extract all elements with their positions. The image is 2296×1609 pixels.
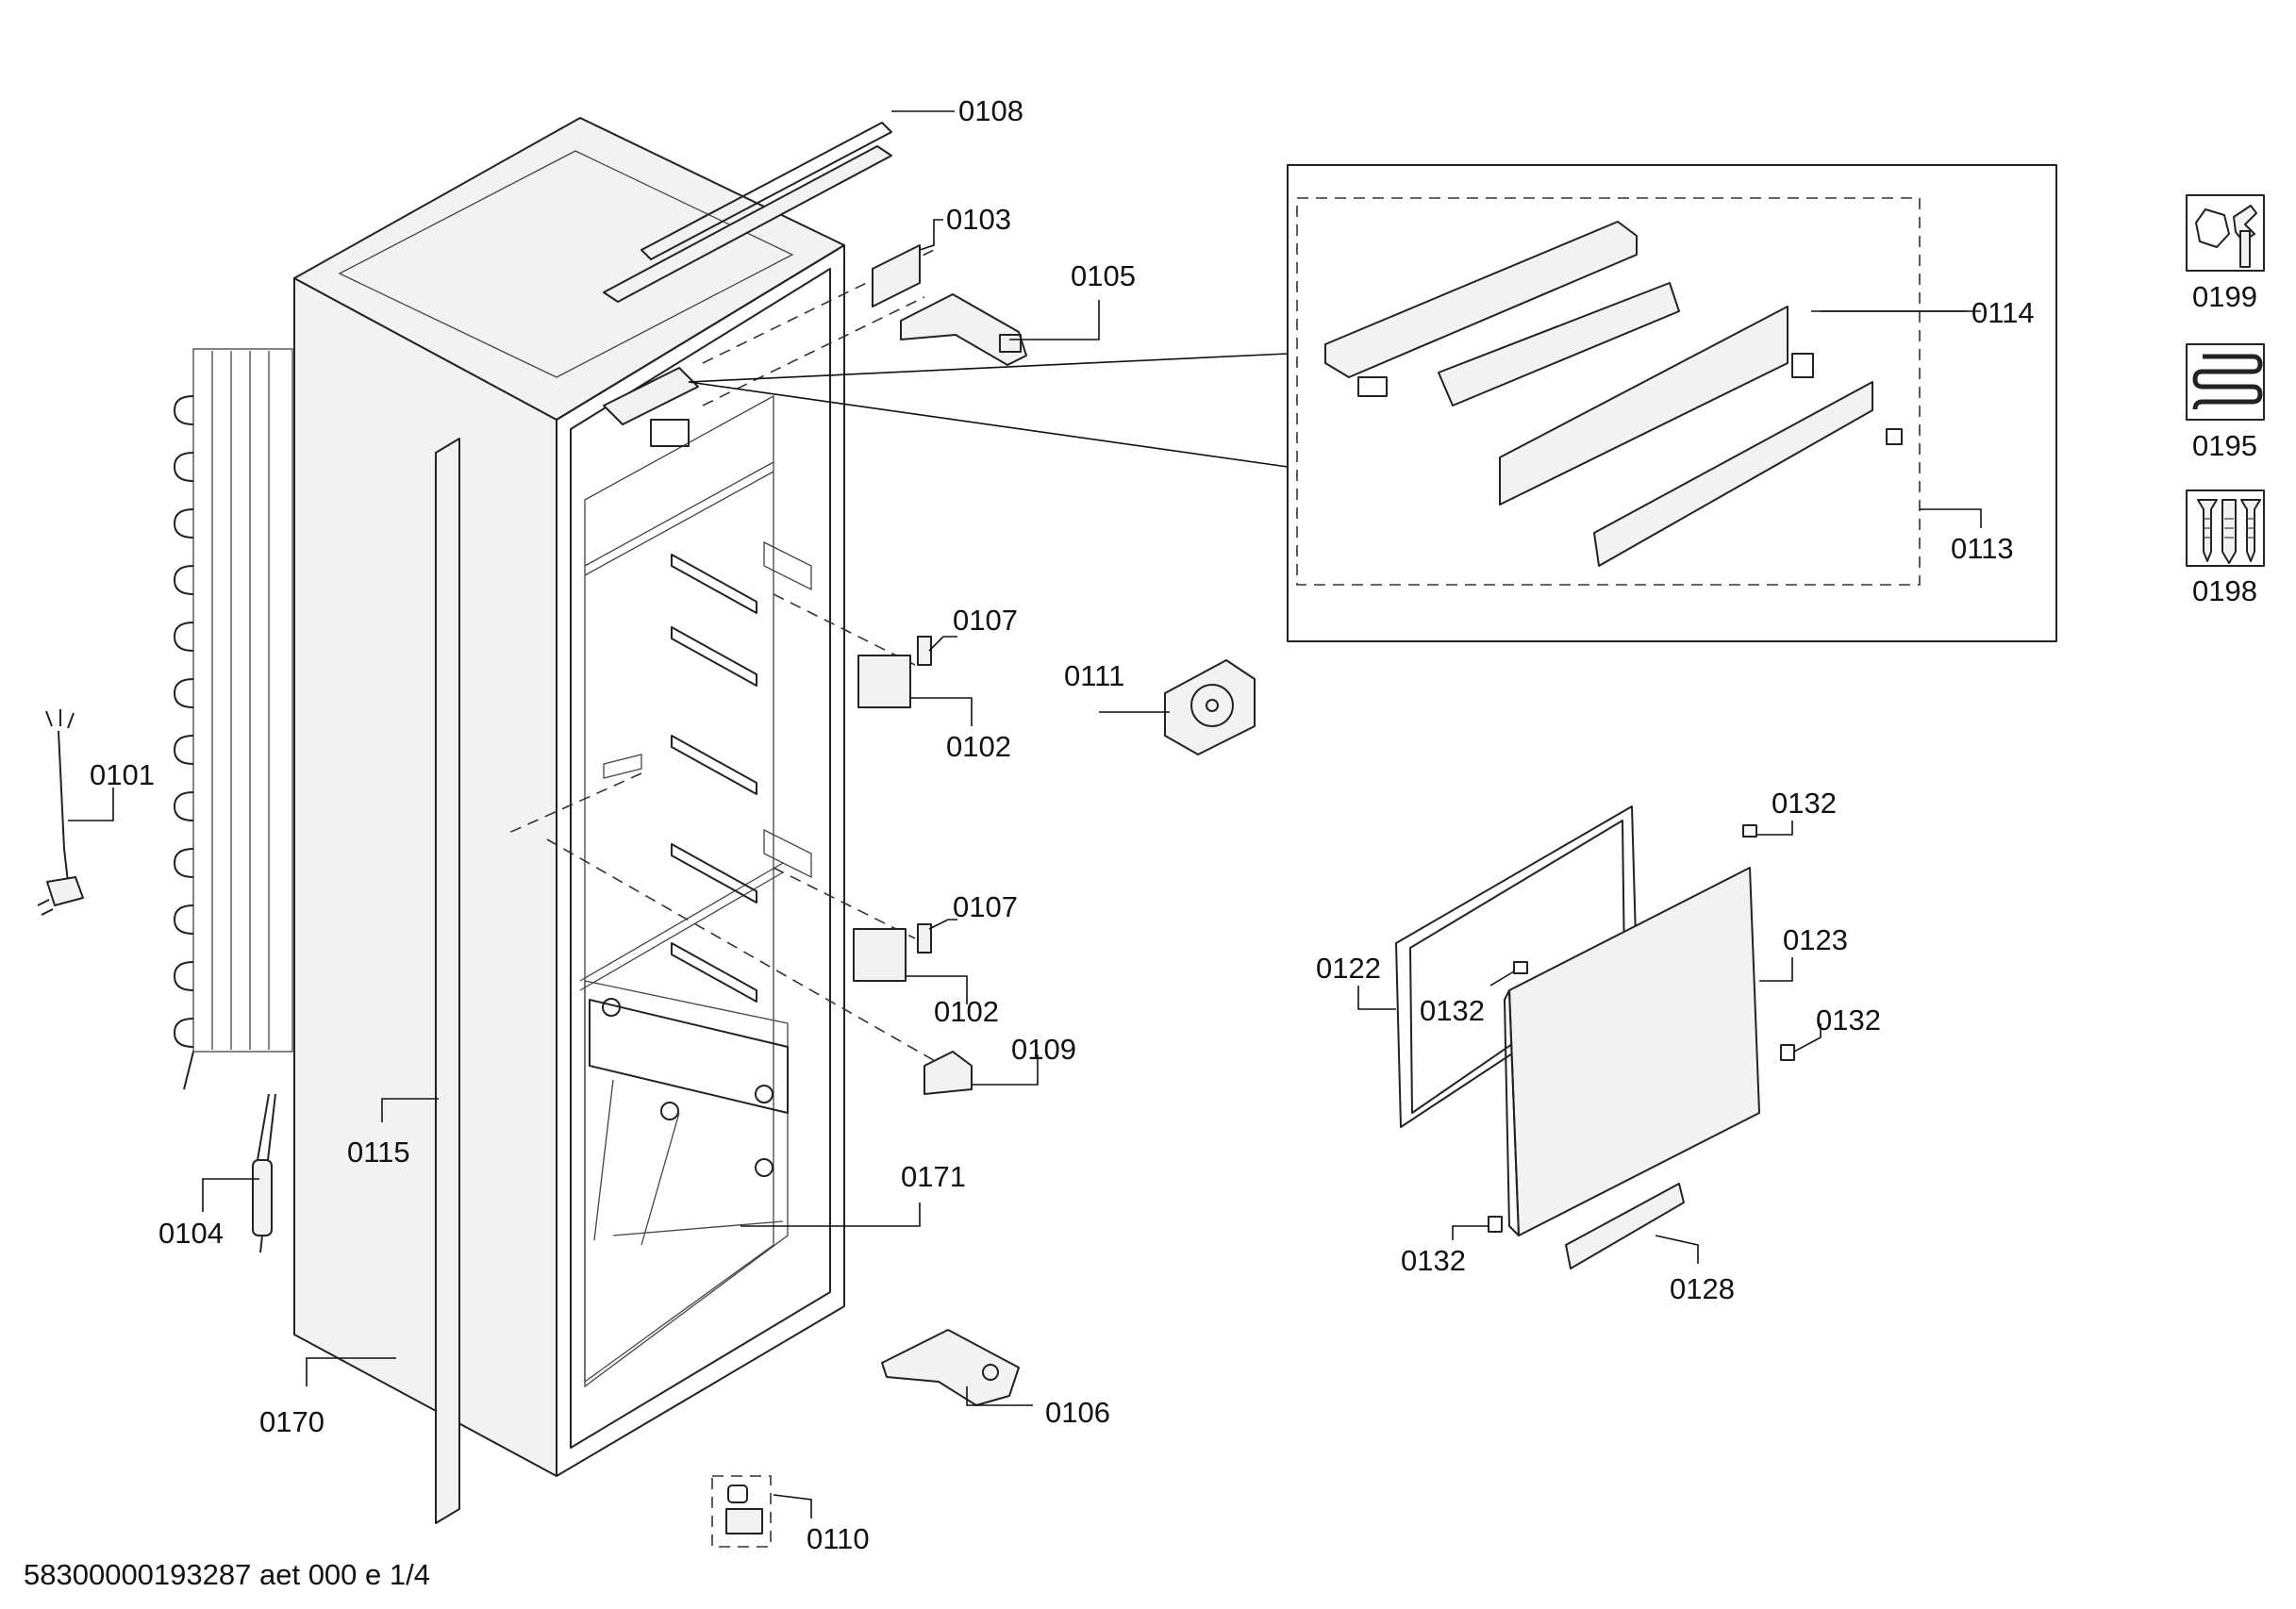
kit-0195: 0195 xyxy=(2186,343,2265,462)
label-0111: 0111 xyxy=(1064,659,1124,692)
temperature-sensor xyxy=(252,1093,276,1253)
hinge-top-0105 xyxy=(900,293,1027,366)
label-0108: 0108 xyxy=(958,94,1023,127)
power-cord xyxy=(37,709,84,916)
part-0107b xyxy=(917,923,932,954)
label-0132-b: 0132 xyxy=(1420,994,1485,1027)
leader-lines xyxy=(68,110,1982,1518)
door-seal-strip xyxy=(435,438,460,1524)
label-0105: 0105 xyxy=(1071,259,1136,292)
control-inset xyxy=(688,164,2057,642)
label-0171: 0171 xyxy=(901,1160,966,1193)
label-0122: 0122 xyxy=(1316,952,1381,985)
label-0128: 0128 xyxy=(1670,1272,1735,1305)
screws-icon xyxy=(2197,499,2261,564)
label-0107-a: 0107 xyxy=(953,604,1018,637)
label-0101: 0101 xyxy=(90,758,155,791)
label-0170: 0170 xyxy=(259,1405,324,1438)
label-0132-a: 0132 xyxy=(1772,787,1837,820)
label-0115: 0115 xyxy=(347,1136,410,1169)
door-panel-0123 xyxy=(1504,867,1760,1236)
hinge-bottom-0106 xyxy=(881,1329,1020,1406)
label-0106: 0106 xyxy=(1045,1396,1110,1429)
label-0123: 0123 xyxy=(1783,923,1848,956)
handle-0128 xyxy=(1565,1183,1685,1269)
drawing-reference: 58300000193287 aet 000 e 1/4 xyxy=(24,1558,430,1591)
part-0102a xyxy=(857,655,911,708)
kit-code-0195: 0195 xyxy=(2192,429,2257,462)
kit-0198: 0198 xyxy=(2186,489,2265,607)
label-0114: 0114 xyxy=(1972,296,2035,329)
heating-coil-icon xyxy=(2192,354,2263,410)
condenser-coil xyxy=(174,348,293,1090)
fan-0111 xyxy=(1164,659,1256,755)
label-0132-c: 0132 xyxy=(1816,1004,1881,1037)
label-0104: 0104 xyxy=(158,1217,224,1250)
label-0132-d: 0132 xyxy=(1401,1244,1466,1277)
part-0107a xyxy=(917,636,932,666)
part-0103 xyxy=(872,244,921,307)
label-0109: 0109 xyxy=(1011,1033,1076,1066)
label-0107-b: 0107 xyxy=(953,890,1018,923)
kit-0199: 0199 xyxy=(2186,194,2265,313)
door-clips xyxy=(1488,824,1795,1233)
fridge-cabinet xyxy=(293,117,892,1477)
part-0109 xyxy=(923,1051,973,1095)
label-0102-a: 0102 xyxy=(946,730,1011,763)
label-0103: 0103 xyxy=(946,203,1011,236)
part-labels: 0108 0103 0105 0114 0113 0107 0102 0111 … xyxy=(90,94,2035,1555)
label-0102-b: 0102 xyxy=(934,995,999,1028)
wrench-nut-icon xyxy=(2195,205,2257,268)
kit-code-0199: 0199 xyxy=(2192,280,2257,313)
kit-icons: 0199 0195 0198 xyxy=(2186,194,2265,607)
part-0102b xyxy=(853,928,907,982)
label-0110: 0110 xyxy=(807,1522,870,1555)
label-0113: 0113 xyxy=(1951,532,2014,565)
part-0110 xyxy=(711,1475,772,1548)
kit-code-0198: 0198 xyxy=(2192,574,2257,607)
